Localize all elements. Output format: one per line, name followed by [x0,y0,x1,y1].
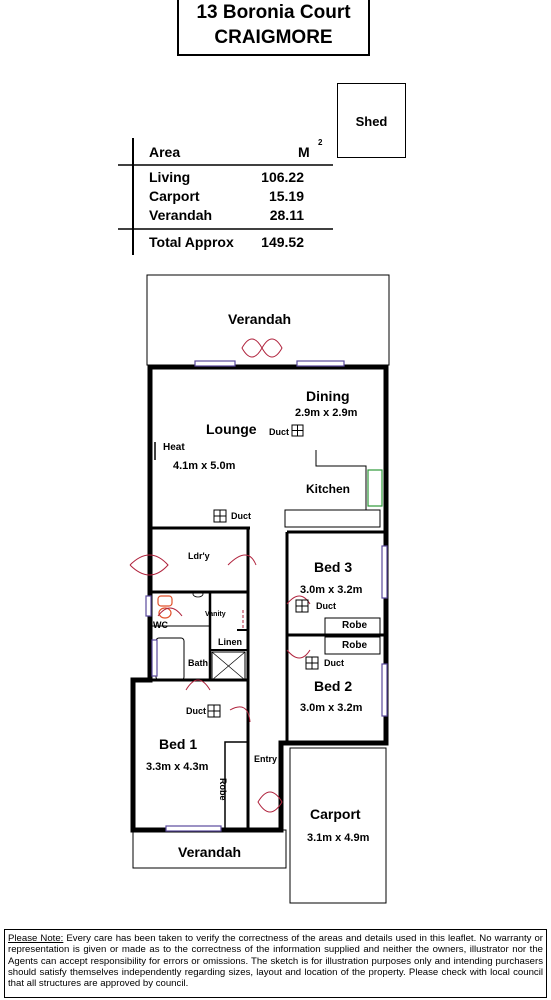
suburb-line: CRAIGMORE [214,27,333,48]
address-line: 13 Boronia Court [196,2,351,23]
area-row-value: 15.19 [268,188,304,204]
bed1-size: 3.3m x 4.3m [146,761,209,773]
vanity-label: Vanity [205,611,226,618]
verandah-top-label: Verandah [228,311,292,327]
duct-label: Duct [186,706,206,716]
area-row-label: Verandah [149,207,213,223]
bed3-size: 3.0m x 3.2m [300,584,363,596]
duct-label: Duct [269,427,289,437]
title-box: 13 Boronia Court CRAIGMORE [177,0,370,56]
entry-label: Entry [254,754,278,764]
carport-label: Carport [310,806,361,822]
bed1-label: Bed 1 [159,736,198,752]
duct-label: Duct [231,511,251,521]
wc-label: WC [153,620,168,630]
area-row-label: Living [149,169,191,185]
bath-label: Bath [188,658,208,668]
lounge-size: 4.1m x 5.0m [173,460,236,472]
kitchen-label: Kitchen [306,482,351,496]
heat-label: Heat [163,442,185,453]
area-header-unit: M [298,144,310,160]
dining-size: 2.9m x 2.9m [295,407,358,419]
robe-label: Robe [342,620,367,631]
laundry-label: Ldr'y [188,551,210,561]
area-row-value: 106.22 [261,169,304,185]
area-table-lines [118,138,333,255]
shed-label: Shed [355,114,388,129]
floor-plan: Verandah Dining 2.9m x 2.9m Lounge Heat … [0,270,551,910]
area-total-label: Total Approx [149,234,234,250]
verandah-bottom-label: Verandah [178,844,242,860]
dining-label: Dining [306,388,350,404]
bed2-size: 3.0m x 3.2m [300,702,363,714]
disclaimer-note: Please Note: Every care has been taken t… [4,929,547,998]
shed-box: Shed [337,83,406,158]
area-row-label: Carport [149,188,200,204]
area-total-value: 149.52 [261,234,304,250]
note-text: Every care has been taken to verify the … [8,933,543,990]
area-header-label: Area [149,144,181,160]
duct-label: Duct [324,658,344,668]
robe-label: Robe [218,778,228,801]
lounge-label: Lounge [206,421,257,437]
floor-plan-drawing [129,274,390,904]
note-heading: Please Note: [8,933,64,944]
area-row-value: 28.11 [269,207,304,223]
carport-size: 3.1m x 4.9m [307,832,370,844]
bed2-label: Bed 2 [314,678,353,694]
linen-label: Linen [218,637,242,647]
robe-label: Robe [342,640,367,651]
area-header-unit-sup: 2 [318,138,323,147]
duct-label: Duct [316,601,336,611]
bed3-label: Bed 3 [314,559,353,575]
